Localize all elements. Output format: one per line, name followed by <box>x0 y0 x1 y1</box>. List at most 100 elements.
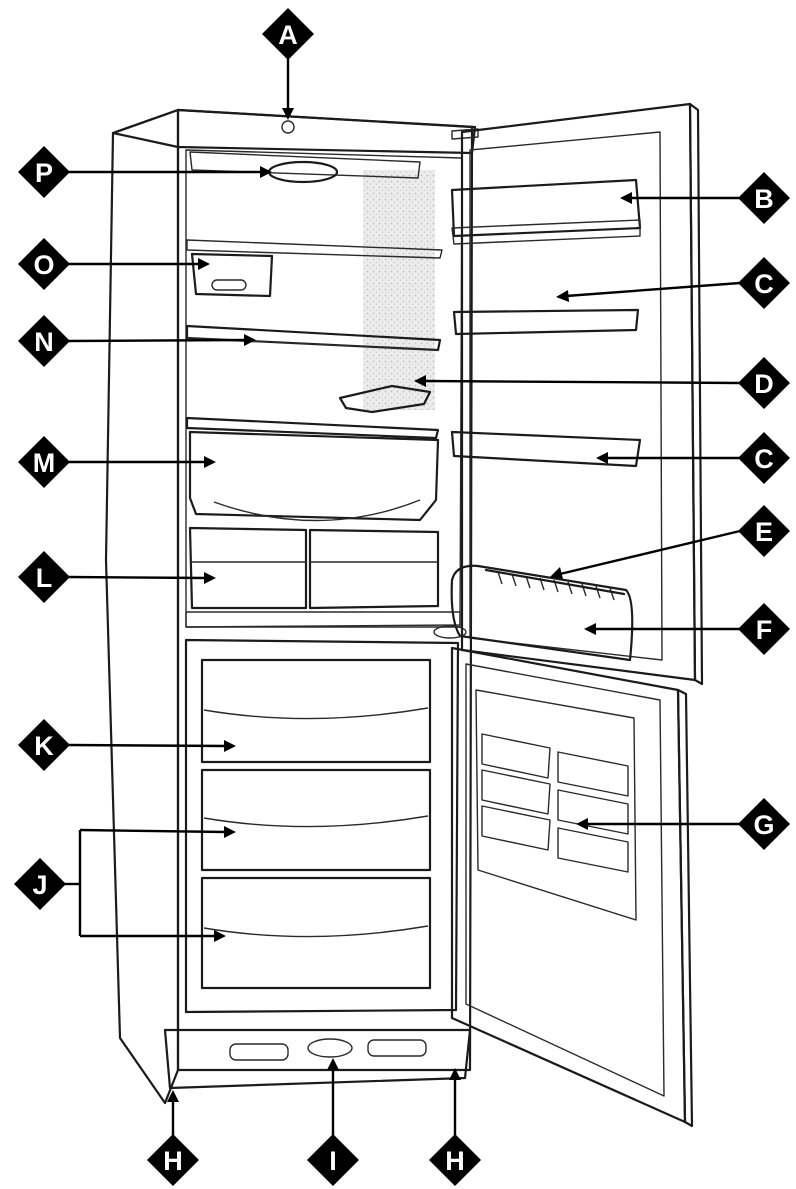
bottle-shelf <box>450 564 634 662</box>
arrowhead-J-upper <box>224 826 236 838</box>
cabinet-side-panel <box>104 108 180 1105</box>
dairy-compartment-lip <box>451 219 641 245</box>
callout-D: D <box>738 357 790 409</box>
callout-letter: C <box>754 444 774 474</box>
freezer-drawer-1-lip <box>203 707 429 720</box>
arrowhead-G <box>576 818 588 830</box>
callout-letter: J <box>32 870 47 900</box>
arrowhead-N <box>244 334 256 346</box>
callout-diamond <box>738 172 790 224</box>
crisper-drawer-front-curve <box>213 499 421 522</box>
callout-P: P <box>18 146 70 198</box>
interior-light <box>267 160 339 184</box>
cabinet <box>104 108 479 1105</box>
arrowhead-E <box>550 567 563 579</box>
callout-O: O <box>18 238 70 290</box>
freezer-compartment <box>184 638 460 1014</box>
fridge-door <box>433 102 704 686</box>
base-vent-right <box>367 1039 427 1057</box>
callout-letter: L <box>36 563 53 593</box>
callout-diamond <box>14 858 66 910</box>
freezer-drawer-2-lip <box>203 815 429 828</box>
ice-trays <box>481 733 629 873</box>
callout-H-right: H <box>429 1134 481 1186</box>
fan-unit-slot <box>211 279 247 291</box>
callout-diamond <box>738 357 790 409</box>
leader-K <box>67 743 227 748</box>
callout-A: A <box>262 8 314 60</box>
callout-letter: A <box>278 20 298 50</box>
leader-D <box>423 379 741 385</box>
fridge-door-edge <box>688 102 704 686</box>
callout-letter: G <box>753 810 774 840</box>
leader-N <box>67 338 247 343</box>
adjustable-feet <box>307 1038 353 1058</box>
leader-lines <box>64 58 741 1140</box>
leader-E <box>559 529 741 576</box>
arrowhead-A <box>282 108 294 120</box>
cabinet-top <box>111 108 477 155</box>
callout-diamond <box>18 315 70 367</box>
egg-tray <box>338 384 432 414</box>
fan-unit <box>190 252 274 298</box>
callout-F: F <box>738 603 790 655</box>
arrowhead-O <box>198 258 210 270</box>
callout-diamond <box>18 238 70 290</box>
freezer-contents <box>200 658 432 990</box>
callout-diamond <box>738 505 790 557</box>
arrowhead-H2 <box>449 1068 461 1080</box>
freezer-drawer-1 <box>200 658 432 764</box>
callout-letter: O <box>33 250 54 280</box>
callout-letter: N <box>34 327 54 357</box>
shelf-top <box>186 239 443 259</box>
arrowhead-C1 <box>556 290 569 302</box>
callout-diamond <box>18 719 70 771</box>
callout-diamond <box>18 436 70 488</box>
crisper-drawer <box>188 430 440 522</box>
callout-letter: K <box>34 731 54 761</box>
arrowhead-L <box>204 572 216 584</box>
arrowhead-B <box>620 192 632 204</box>
arrowhead-K <box>224 740 236 752</box>
callout-letter: H <box>445 1146 465 1176</box>
callout-G: G <box>738 798 790 850</box>
callout-diamond <box>738 257 790 309</box>
callout-diamond <box>738 432 790 484</box>
arrowhead-M <box>204 456 216 468</box>
callout-I: I <box>307 1134 359 1186</box>
ice-tray-panel <box>475 689 637 921</box>
callout-diamond <box>18 146 70 198</box>
cabinet-front-frame <box>176 108 474 1072</box>
freezer-drawer-2 <box>200 768 432 872</box>
callout-diamond <box>262 8 314 60</box>
fridge-contents <box>185 151 461 628</box>
arrowhead-D <box>414 375 426 387</box>
callout-H-left: H <box>147 1134 199 1186</box>
callout-K: K <box>18 719 70 771</box>
vegetable-bin-right <box>308 528 440 610</box>
interior-light-housing <box>189 151 421 179</box>
callout-L: L <box>18 551 70 603</box>
freezer-door <box>450 646 694 1128</box>
arrowhead-I <box>327 1058 339 1070</box>
callout-C-lower: C <box>738 432 790 484</box>
callout-J: J <box>14 858 66 910</box>
callout-E: E <box>738 505 790 557</box>
top-hinge <box>451 128 479 140</box>
callout-letter: E <box>755 517 773 547</box>
freezer-door-edge <box>676 688 694 1128</box>
leader-L <box>67 575 207 580</box>
arrowhead-H1 <box>167 1090 179 1102</box>
door-shelf-lower <box>450 430 642 468</box>
arrowhead-J-lower <box>214 930 226 942</box>
dairy-compartment <box>450 178 642 238</box>
callout-B: B <box>738 172 790 224</box>
callout-N: N <box>18 315 70 367</box>
callout-letter: C <box>754 269 774 299</box>
thermostat-knob <box>281 120 295 134</box>
leader-J-upper <box>79 828 227 834</box>
callout-letter: F <box>756 615 773 645</box>
callout-letter: I <box>329 1146 337 1176</box>
vegetable-bin-left <box>188 526 308 610</box>
